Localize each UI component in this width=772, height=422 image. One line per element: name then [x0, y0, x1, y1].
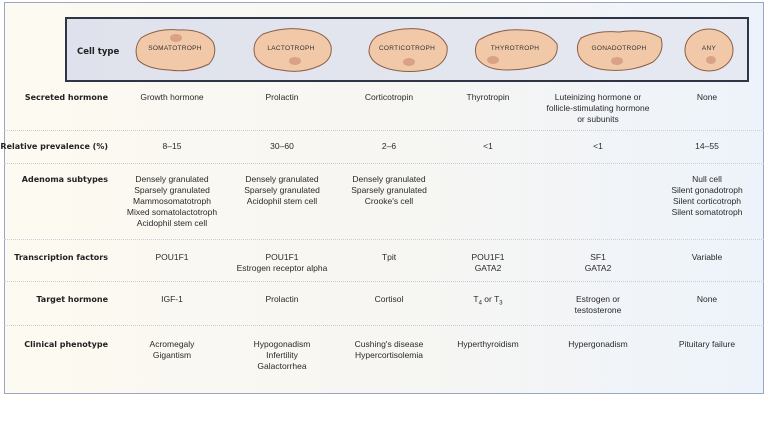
- row-label-adenoma-subtypes: Adenoma subtypes: [21, 175, 108, 184]
- table-cell: Estrogen or testosterone: [574, 294, 622, 315]
- table-cell: <1: [483, 141, 493, 151]
- table-cell: Prolactin: [265, 92, 299, 102]
- cell-type-header: Somatotroph Lactotroph Corticotroph Thyr…: [65, 17, 749, 82]
- table-cell: Thyrotropin: [466, 92, 510, 102]
- cell-label: Gonadotroph: [591, 45, 647, 52]
- table-cell: None: [696, 294, 718, 304]
- table-cell: Corticotropin: [364, 92, 414, 102]
- cell-type-label: Cell type: [77, 47, 120, 57]
- row-label-target-hormone: Target hormone: [36, 295, 108, 304]
- table-cell: None: [696, 92, 718, 102]
- table-cell: <1: [593, 141, 603, 151]
- cell-label: Lactotroph: [267, 45, 315, 52]
- table-frame: Somatotroph Lactotroph Corticotroph Thyr…: [4, 2, 764, 394]
- table-cell: Acromegaly Gigantism: [149, 339, 195, 360]
- table-cell: Hyperthyroidism: [457, 339, 519, 349]
- cell-label: Any: [701, 45, 717, 52]
- table-cell: Tpit: [381, 252, 397, 262]
- table-cell: Null cell Silent gonadotroph Silent cort…: [671, 174, 743, 217]
- table-cell: Cushing's disease Hypercortisolemia: [354, 339, 424, 360]
- cell-corticotroph: Corticotroph: [353, 24, 461, 76]
- row-divider: [4, 325, 764, 327]
- cell-label: Thyrotroph: [490, 45, 540, 52]
- row-label-relative-prevalence: Relative prevalence (%): [0, 142, 108, 151]
- table-cell: Prolactin: [265, 294, 299, 304]
- row-divider: [4, 163, 764, 165]
- table-cell: SF1 GATA2: [584, 252, 612, 273]
- table-cell: POU1F1 Estrogen receptor alpha: [236, 252, 328, 273]
- table-cell: 8–15: [162, 141, 182, 151]
- table-cell: Densely granulated Sparsely granulated M…: [126, 174, 218, 228]
- table-cell: POU1F1 GATA2: [471, 252, 505, 273]
- table-cell-thyroid-hormones: T4 or T3: [473, 294, 503, 307]
- row-divider: [4, 281, 764, 283]
- table-cell: Growth hormone: [140, 92, 204, 102]
- table-cell: Cortisol: [374, 294, 404, 304]
- row-divider: [4, 239, 764, 241]
- table-cell: Variable: [691, 252, 723, 262]
- table-cell: POU1F1: [155, 252, 189, 262]
- cell-lactotroph: Lactotroph: [237, 24, 345, 76]
- table-cell: Hypogonadism Infertility Galactorrhea: [253, 339, 311, 371]
- table-cell: Hypergonadism: [568, 339, 628, 349]
- cell-label: Somatotroph: [148, 45, 202, 52]
- table-cell: 2–6: [381, 141, 397, 151]
- row-divider: [4, 130, 764, 132]
- row-label-secreted-hormone: Secreted hormone: [24, 93, 108, 102]
- table-cell: 14–55: [695, 141, 719, 151]
- row-label-transcription-factors: Transcription factors: [14, 253, 108, 262]
- cell-thyrotroph: Thyrotroph: [461, 24, 569, 76]
- table-cell: Densely granulated Sparsely granulated C…: [351, 174, 427, 206]
- cell-gonadotroph: Gonadotroph: [565, 24, 673, 76]
- table-cell: Densely granulated Sparsely granulated A…: [244, 174, 320, 206]
- cell-any: Any: [655, 24, 763, 76]
- cell-somatotroph: Somatotroph: [121, 24, 229, 76]
- cell-label: Corticotroph: [378, 45, 436, 52]
- table-cell: Pituitary failure: [678, 339, 736, 349]
- table-cell: 30–60: [270, 141, 294, 151]
- row-label-clinical-phenotype: Clinical phenotype: [24, 340, 108, 349]
- table-cell: IGF-1: [161, 294, 183, 304]
- table-cell: Luteinizing hormone or follicle-stimulat…: [546, 92, 650, 124]
